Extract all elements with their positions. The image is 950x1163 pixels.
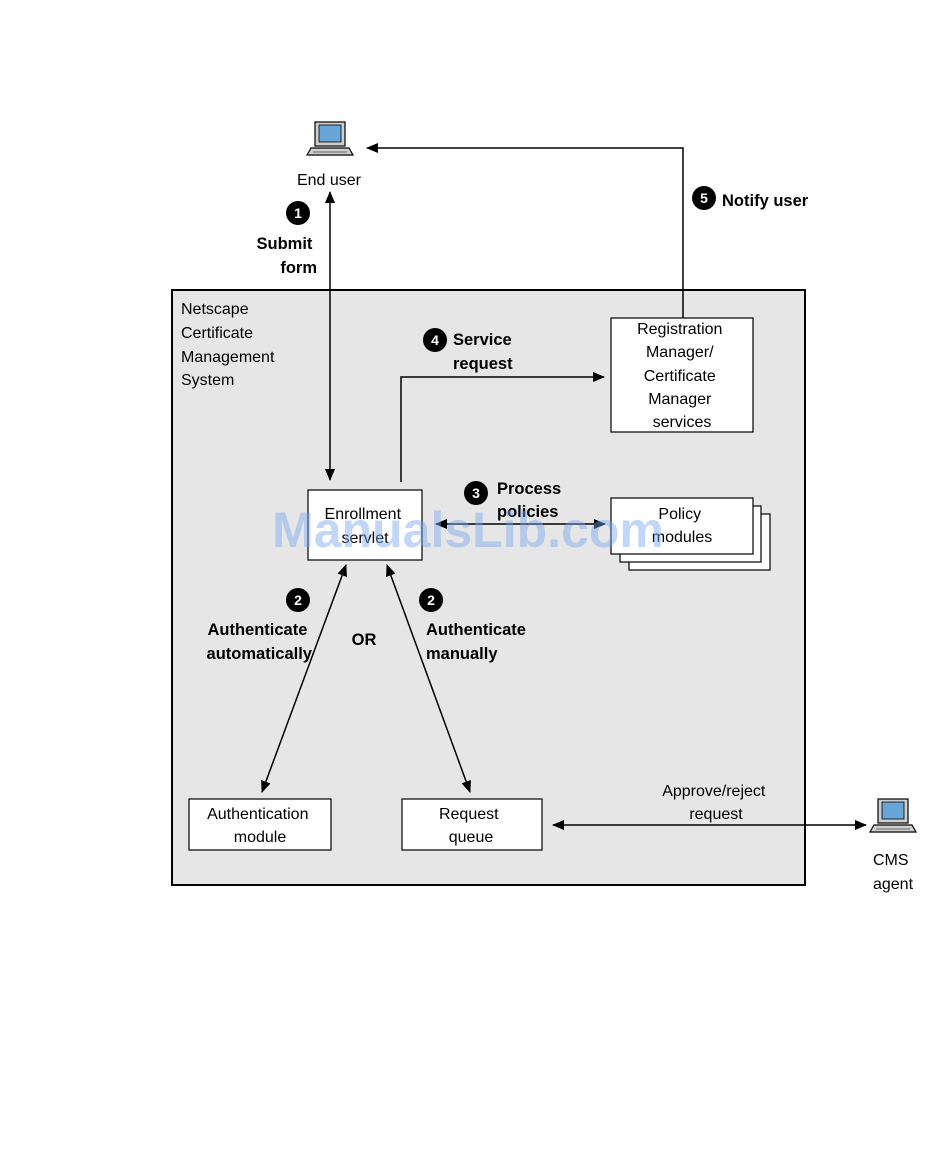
request-queue-box <box>401 798 543 851</box>
authenticate-automatically-label: Authenticate automatically <box>207 621 313 663</box>
step-5-number: 5 <box>700 190 708 206</box>
step-2-auto-badge <box>286 588 310 612</box>
step-5-badge <box>692 186 716 210</box>
authenticate-manually-arrow <box>386 564 471 793</box>
authentication-module-label: Authentication module <box>207 806 313 846</box>
policy-modules-label: Policy modules <box>652 506 712 546</box>
end-user-label: End user <box>297 172 362 189</box>
enrollment-servlet-label: Enrollment servlet <box>325 506 406 547</box>
step-1-number: 1 <box>294 205 302 221</box>
step-3-badge <box>464 481 488 505</box>
cms-agent-computer-icon <box>869 798 917 833</box>
or-label: OR <box>352 631 377 649</box>
step-2-manual-badge <box>419 588 443 612</box>
submit-form-label: Submit form <box>256 235 317 277</box>
ra-services-label: Registration Manager/ Certificate Manage… <box>637 321 727 431</box>
watermark: ManualsLib.com <box>272 502 664 558</box>
process-policies-label: Process policies <box>497 480 566 521</box>
approve-reject-label: Approve/reject request <box>662 783 770 823</box>
policy-modules-box <box>610 497 754 555</box>
request-queue-label: Request queue <box>439 806 503 846</box>
service-request-label: Service request <box>453 331 516 373</box>
authentication-module-box <box>188 798 332 851</box>
notify-user-label: Notify user <box>722 192 809 210</box>
step-4-badge <box>423 328 447 352</box>
step-1-badge <box>286 201 310 225</box>
service-request-arrow <box>400 372 605 482</box>
step-2-manual-number: 2 <box>427 592 435 608</box>
step-4-number: 4 <box>431 332 439 348</box>
step-2-auto-number: 2 <box>294 592 302 608</box>
cms-agent-label: CMS agent <box>873 852 914 893</box>
notify-user-arrow <box>366 143 684 318</box>
step-3-number: 3 <box>472 485 480 501</box>
authenticate-manually-label: Authenticate manually <box>426 621 531 663</box>
system-label: Netscape Certificate Management System <box>181 301 279 389</box>
end-user-computer-icon <box>306 121 354 156</box>
enrollment-servlet-box <box>307 489 423 561</box>
ra-services-box <box>610 317 754 433</box>
authenticate-automatically-arrow <box>261 564 347 793</box>
